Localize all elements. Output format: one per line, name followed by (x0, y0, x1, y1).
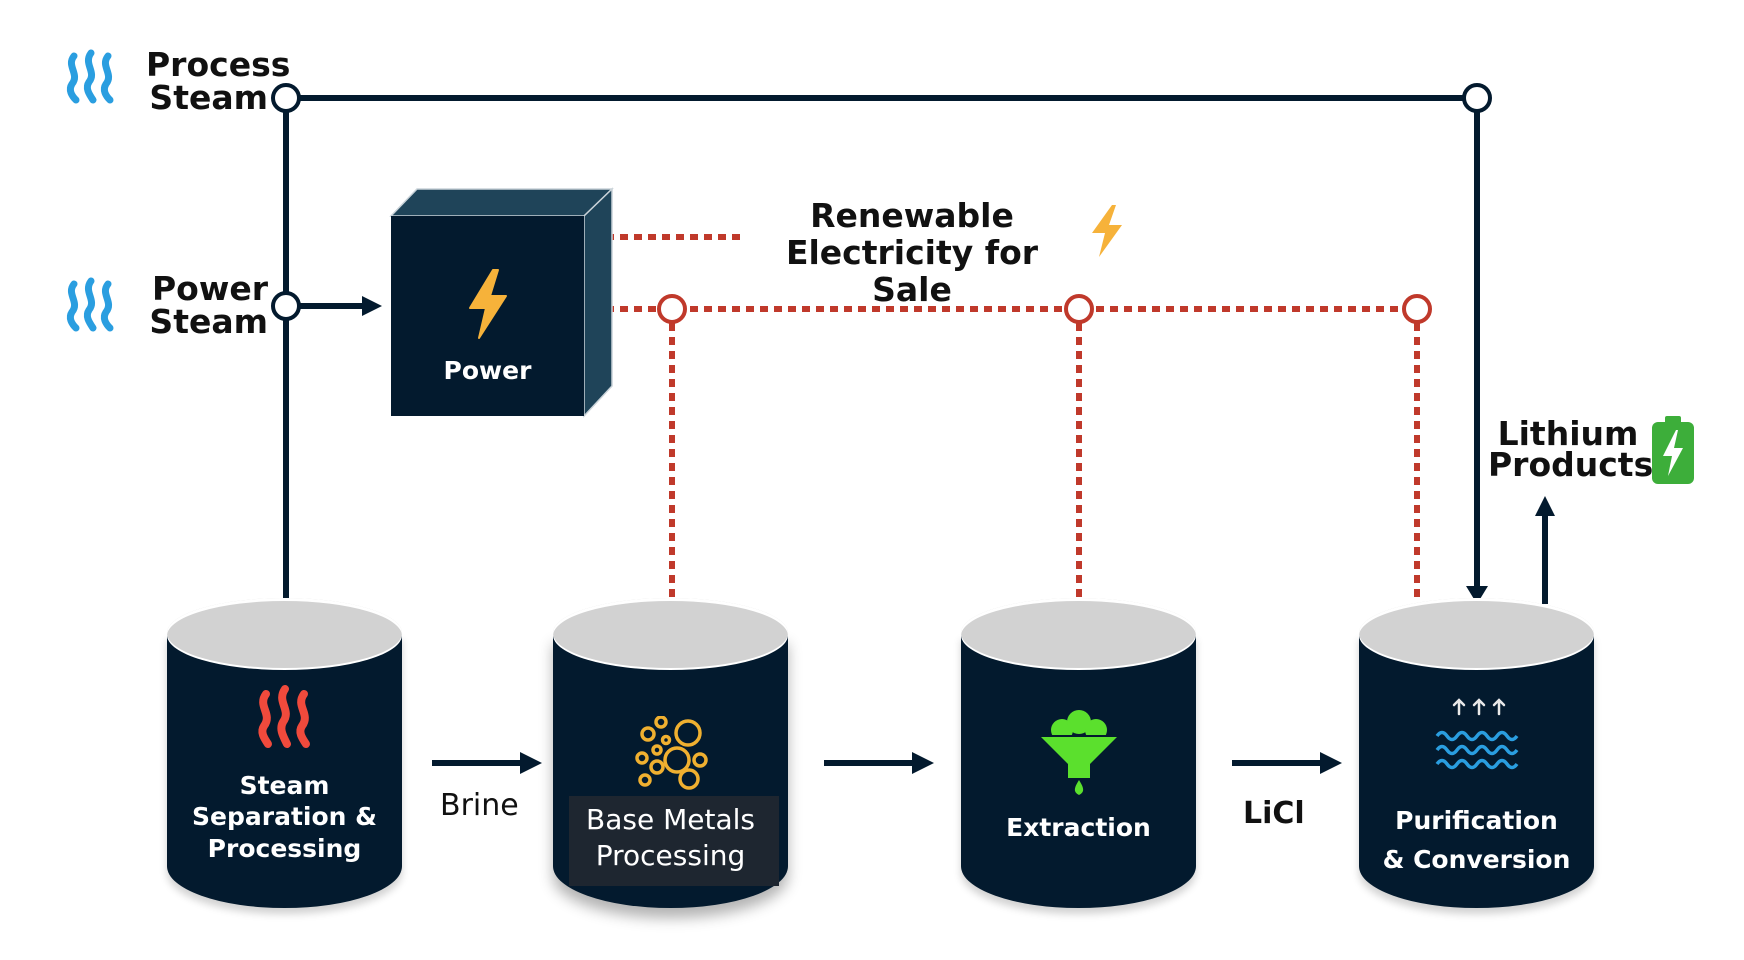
steam-separation-line3: Processing (207, 833, 362, 863)
process-steam-label-text: Process Steam (146, 45, 291, 117)
extraction-line1: Extraction (1006, 813, 1151, 842)
licl-flow-label: LiCl (1243, 796, 1305, 831)
renewable-label-line1: Renewable (810, 196, 1014, 235)
steam-separation-line2: Separation & (192, 802, 377, 832)
lithium-label-line1: Lithium (1497, 414, 1639, 453)
evaporation-icon (1435, 698, 1519, 770)
purification-line1: Purification (1395, 806, 1558, 835)
steam-separation-line1: Steam (239, 771, 330, 800)
bubbles-icon (635, 716, 708, 790)
purification-steam-junction (1462, 83, 1492, 113)
process-steam-label: Process Steam (146, 45, 291, 117)
battery-icon (1652, 416, 1694, 484)
renewable-label-line2: Electricity for Sale (785, 232, 1039, 309)
lithium-products-label: Lithium Products (1488, 414, 1654, 485)
process-steam-arrowhead (1466, 586, 1488, 604)
electricity-junction-extraction (1064, 294, 1094, 324)
extraction-arrowhead (912, 752, 934, 774)
base-metals-label: Base Metals Processing (553, 802, 788, 875)
lithium-output-arrowhead (1535, 496, 1555, 516)
power-steam-arrowhead (362, 296, 382, 316)
steam-separation-cylinder (167, 634, 402, 908)
licl-arrowhead (1320, 752, 1342, 774)
base-metals-cap (553, 598, 788, 668)
power-box-top-face (389, 188, 614, 217)
electricity-junction-purification (1402, 294, 1432, 324)
funnel-icon (1040, 710, 1118, 795)
purification-cylinder (1359, 634, 1594, 908)
power-bolt-icon (469, 269, 507, 339)
brine-arrowhead (520, 752, 542, 774)
power-steam-label: Power Steam (146, 272, 268, 338)
electricity-junction-base-metals (657, 294, 687, 324)
renewable-electricity-label: Renewable Electricity for Sale (762, 196, 1062, 309)
base-metals-line1: Base Metals (586, 803, 755, 836)
base-metals-label-plate (569, 796, 779, 886)
power-box-side-face (583, 187, 613, 418)
process-steam-junction (271, 83, 301, 113)
purification-cap (1359, 598, 1594, 668)
stage-steam-separation: Steam Separation & Processing (167, 598, 402, 908)
extraction-label: Extraction (961, 812, 1196, 843)
extraction-cap (961, 598, 1196, 668)
power-unit-label: Power (443, 356, 532, 385)
process-steam-icon (66, 49, 114, 104)
base-metals-line2: Processing (595, 839, 746, 873)
stage-extraction: Extraction (961, 598, 1196, 908)
lithium-label-line2: Products (1488, 445, 1654, 485)
power-steam-junction (271, 291, 301, 321)
purification-line2: & Conversion (1382, 844, 1571, 874)
renewable-bolt-icon (1092, 205, 1122, 257)
purification-label: Purification & Conversion (1359, 802, 1594, 880)
power-steam-icon (66, 277, 114, 332)
brine-flow-label: Brine (440, 788, 519, 823)
power-steam-label-text: Power Steam (149, 269, 268, 341)
steam-separation-label: Steam Separation & Processing (167, 770, 402, 864)
stage-base-metals: Base Metals Processing (553, 598, 788, 908)
stage-purification: Purification & Conversion (1359, 598, 1594, 908)
steam-separation-cap (167, 598, 402, 668)
heat-waves-icon (258, 685, 310, 748)
